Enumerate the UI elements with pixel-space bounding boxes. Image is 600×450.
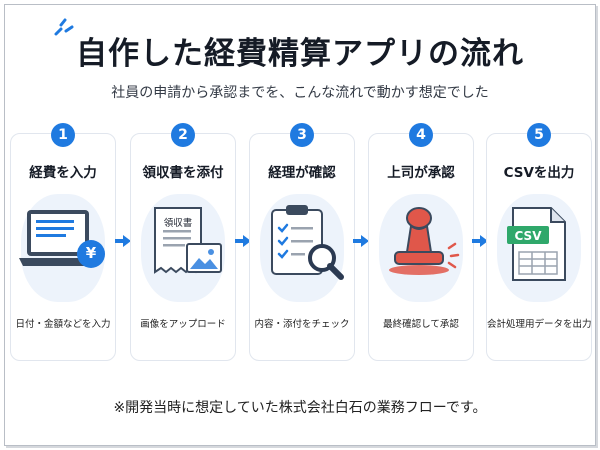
step-title: CSVを出力 [503, 165, 575, 181]
yen-symbol: ¥ [85, 244, 97, 262]
csv-label: CSV [514, 229, 542, 243]
step-caption: 画像をアップロード [140, 319, 226, 330]
footer-note: ※開発当時に想定していた株式会社白石の業務フローです。 [113, 400, 487, 416]
clipboard-magnifier-icon [271, 205, 344, 280]
step-title: 経理が確認 [268, 165, 336, 181]
step-title: 上司が承認 [387, 165, 455, 181]
step-card-4: 4 上司が承認 最終確認して承認 [368, 123, 474, 361]
receipt-image-icon [154, 207, 222, 274]
step-number-badge: 1 [51, 123, 75, 147]
accent-marks-icon [54, 18, 74, 36]
laptop-yen-icon [19, 210, 105, 268]
receipt-label: 領収書 [163, 218, 193, 229]
arrow-right-icon [472, 235, 488, 247]
step-title: 領収書を添付 [142, 165, 224, 181]
approval-stamp-icon [389, 207, 460, 275]
step-card-1: 1 経費を入力 ¥ 日付・金額などを入力 [10, 123, 116, 361]
arrow-right-icon [353, 235, 369, 247]
step-caption: 会計処理用データを出力 [487, 319, 592, 330]
arrow-right-icon [235, 235, 251, 247]
step-number-badge: 5 [527, 123, 551, 147]
page-subtitle: 社員の申請から承認までを、こんな流れで動かす想定でした [111, 85, 489, 101]
step-number-badge: 4 [409, 123, 433, 147]
step-card-2: 2 領収書を添付 領収書 画像をアップロード [130, 123, 236, 361]
arrow-right-icon [115, 235, 131, 247]
step-caption: 日付・金額などを入力 [15, 319, 111, 330]
step-card-3: 3 経理が確認 内容・添付をチェック [249, 123, 355, 361]
step-title: 経費を入力 [29, 165, 97, 181]
step-number-badge: 3 [290, 123, 314, 147]
step-number-badge: 2 [171, 123, 195, 147]
step-caption: 最終確認して承認 [383, 319, 459, 330]
step-card-5: 5 CSVを出力 CSV 会計処理用データを出力 [486, 123, 592, 361]
csv-file-icon [507, 207, 566, 281]
step-caption: 内容・添付をチェック [254, 319, 350, 330]
page-title: 自作した経費精算アプリの流れ [76, 36, 524, 72]
